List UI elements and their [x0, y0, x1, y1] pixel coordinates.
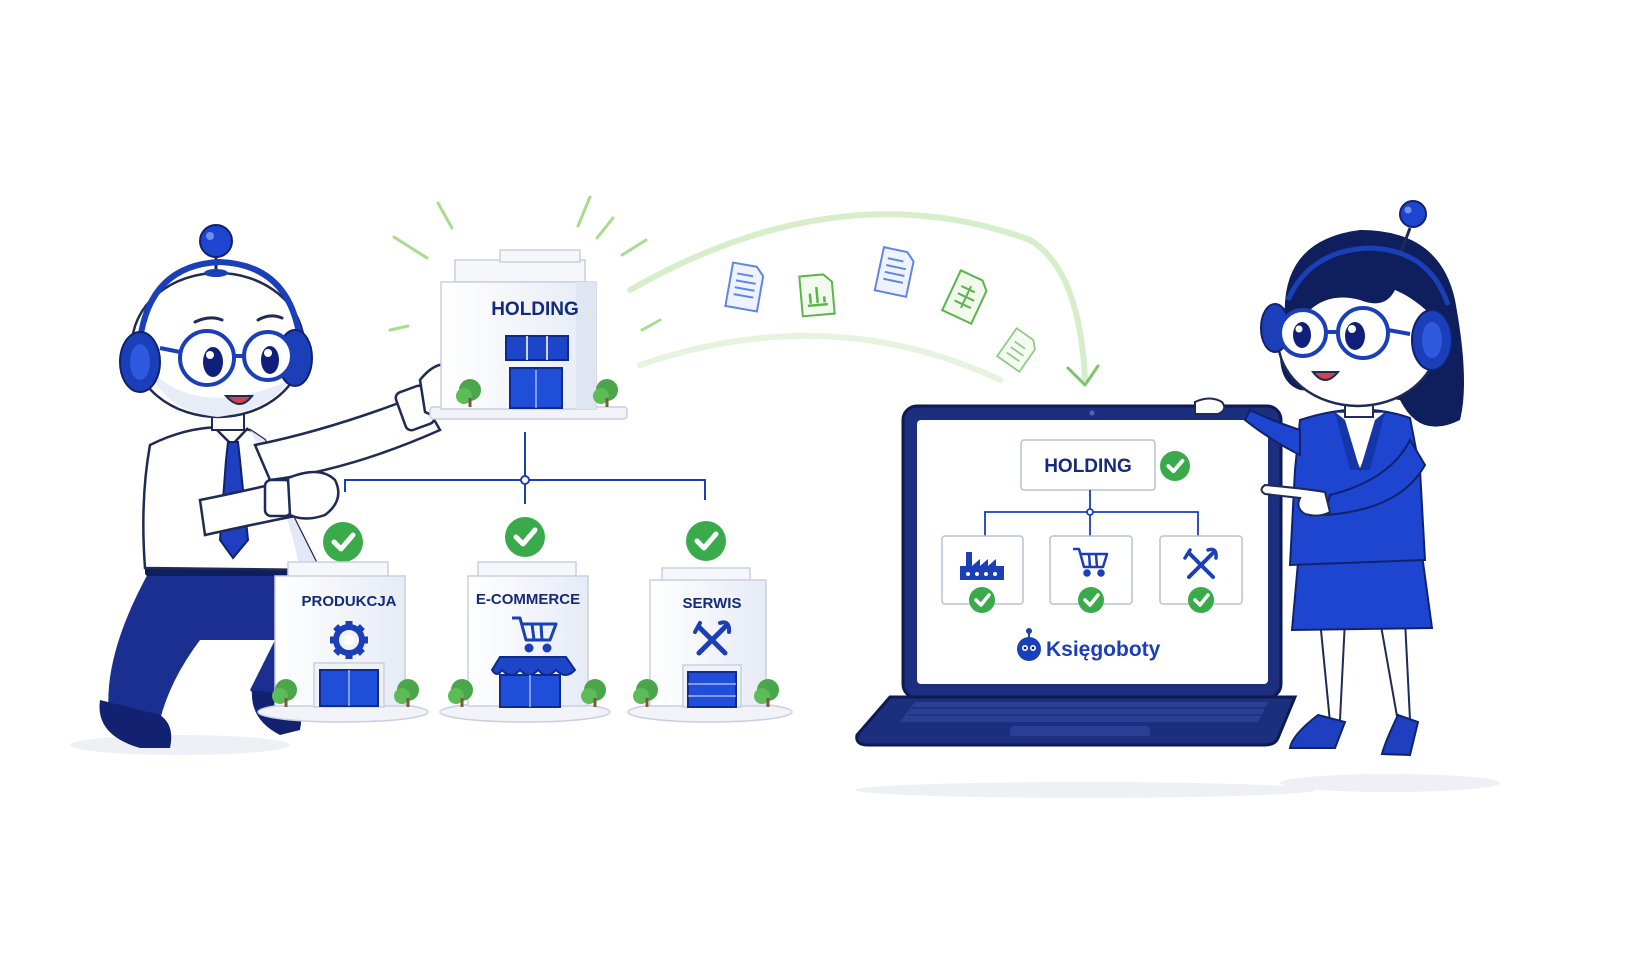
hand [1194, 397, 1226, 415]
left-shoe [1288, 713, 1347, 749]
check-icon [1186, 585, 1216, 615]
antenna-ball [199, 224, 233, 258]
subsidiary-produkcja: PRODUKCJA [257, 561, 429, 723]
check-icon [323, 522, 363, 562]
keyboard [900, 702, 1268, 722]
subsidiary-serwis: SERWIS [627, 567, 793, 723]
spreadsheet-icon [798, 273, 836, 318]
antenna-ball [1399, 200, 1427, 228]
holding-building: HOLDING [388, 195, 662, 420]
screen-holding-box [1020, 439, 1156, 491]
document-flow [627, 211, 1100, 387]
spreadsheet-icon [995, 327, 1036, 373]
cart-icon [1073, 547, 1109, 577]
factory-icon [960, 552, 1004, 580]
ground-shadow [1280, 774, 1500, 792]
subsidiary-label: PRODUKCJA [301, 593, 396, 610]
check-icon [505, 517, 545, 557]
subsidiary-label: SERWIS [683, 595, 742, 612]
check-icon [1158, 449, 1192, 483]
garage-door [687, 671, 737, 708]
ksiegoboty-logo [1017, 628, 1041, 661]
right-shoe [1380, 713, 1420, 757]
robot-businesswoman [1194, 200, 1464, 757]
subsidiary-label: E-COMMERCE [476, 591, 580, 608]
window [505, 335, 569, 361]
org-chart-lines [344, 432, 706, 504]
document-icon [873, 245, 915, 299]
check-icon [686, 521, 726, 561]
left-shoe [99, 700, 172, 748]
tools-icon [1183, 547, 1218, 579]
gear-icon [330, 621, 368, 659]
pointing-hand [1260, 483, 1332, 517]
screen-holding-label: HOLDING [1044, 456, 1132, 477]
smile [223, 395, 255, 405]
subsidiary-ecommerce: E-COMMERCE [439, 561, 611, 723]
arrow-head-icon [1066, 364, 1100, 387]
check-icon [1076, 585, 1106, 615]
tools-icon [693, 620, 732, 656]
smile [1310, 371, 1341, 381]
holding-label: HOLDING [491, 299, 579, 320]
laptop: HOLDING [855, 404, 1298, 747]
awning [490, 656, 577, 676]
cart-icon [512, 616, 558, 653]
ground-shadow [70, 735, 290, 755]
hand [286, 470, 340, 520]
webcam [1089, 410, 1095, 416]
ground-shadow [855, 782, 1315, 798]
check-icon [967, 585, 997, 615]
spreadsheet-icon [940, 268, 988, 326]
trackpad [1010, 726, 1150, 736]
document-icon [724, 261, 765, 313]
brand-name: Księgoboty [1046, 638, 1161, 661]
